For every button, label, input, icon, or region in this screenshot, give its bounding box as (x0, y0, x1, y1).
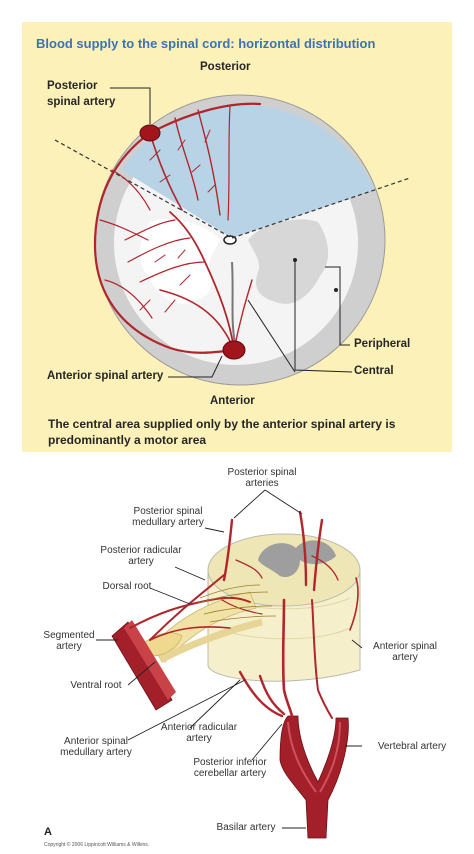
panel-letter: A (44, 826, 52, 838)
posterior-spinal-artery-node (139, 124, 161, 142)
grey-matter-left (139, 219, 220, 304)
label-vertebral-artery: Vertebral artery (377, 741, 447, 752)
top-arteries (93, 102, 262, 354)
label-anterior-spinal-artery: Anterior spinal artery (47, 370, 164, 382)
label-basilar-artery: Basilar artery (216, 822, 276, 833)
label-central: Central (354, 365, 394, 377)
top-panel-caption: The central area supplied only by the an… (48, 417, 396, 447)
nerve-fibers (195, 584, 277, 623)
cord-cross-section (54, 94, 411, 386)
segmental-artery-vessel (111, 621, 173, 711)
label-posterior: Posterior (200, 61, 251, 73)
grey-matter-right (248, 219, 329, 304)
bottom-illustration (111, 533, 361, 839)
label-posterior-radicular-artery: Posterior radicular artery (100, 545, 182, 567)
copyright: Copyright © 2006 Lippincott Williams & W… (44, 842, 150, 848)
label-posterior-spinal-medullary-artery: Posterior spinal medullary artery (132, 506, 204, 528)
label-peripheral: Peripheral (354, 338, 411, 350)
label-anterior: Anterior (210, 395, 255, 407)
dashed-line-right (231, 177, 411, 239)
label-anterior-spinal-medullary-artery: Anterior spinal medullary artery (60, 736, 132, 758)
circumferential-artery (93, 131, 236, 354)
anterior-spinal-artery-node (222, 340, 246, 360)
label-posterior-inferior-cerebellar-artery: Posterior inferior cerebellar artery (193, 757, 267, 779)
label-anterior-radicular-artery: Anterior radicular artery (160, 722, 238, 744)
posterior-sector (122, 104, 375, 238)
vertebral-basilar-vessels (279, 715, 349, 839)
label-ventral-root: Ventral root (70, 680, 122, 691)
label-posterior-spinal-artery-2: spinal artery (47, 96, 116, 108)
label-dorsal-root: Dorsal root (102, 581, 152, 592)
label-posterior-spinal-arteries: Posterior spinal arteries (227, 467, 297, 489)
top-leaders (110, 87, 353, 378)
label-posterior-spinal-artery-1: Posterior (47, 80, 98, 92)
label-anterior-spinal-artery-bottom: Anterior spinal artery (373, 641, 437, 663)
cord-grey-matter (258, 540, 336, 578)
bottom-leaders (96, 489, 363, 829)
posterior-artery-arc (148, 102, 262, 135)
ventral-root (158, 618, 263, 664)
dashed-line-left (54, 139, 233, 239)
top-panel-title: Blood supply to the spinal cord: horizon… (36, 36, 376, 51)
label-segmented-artery: Segmented artery (43, 630, 95, 652)
